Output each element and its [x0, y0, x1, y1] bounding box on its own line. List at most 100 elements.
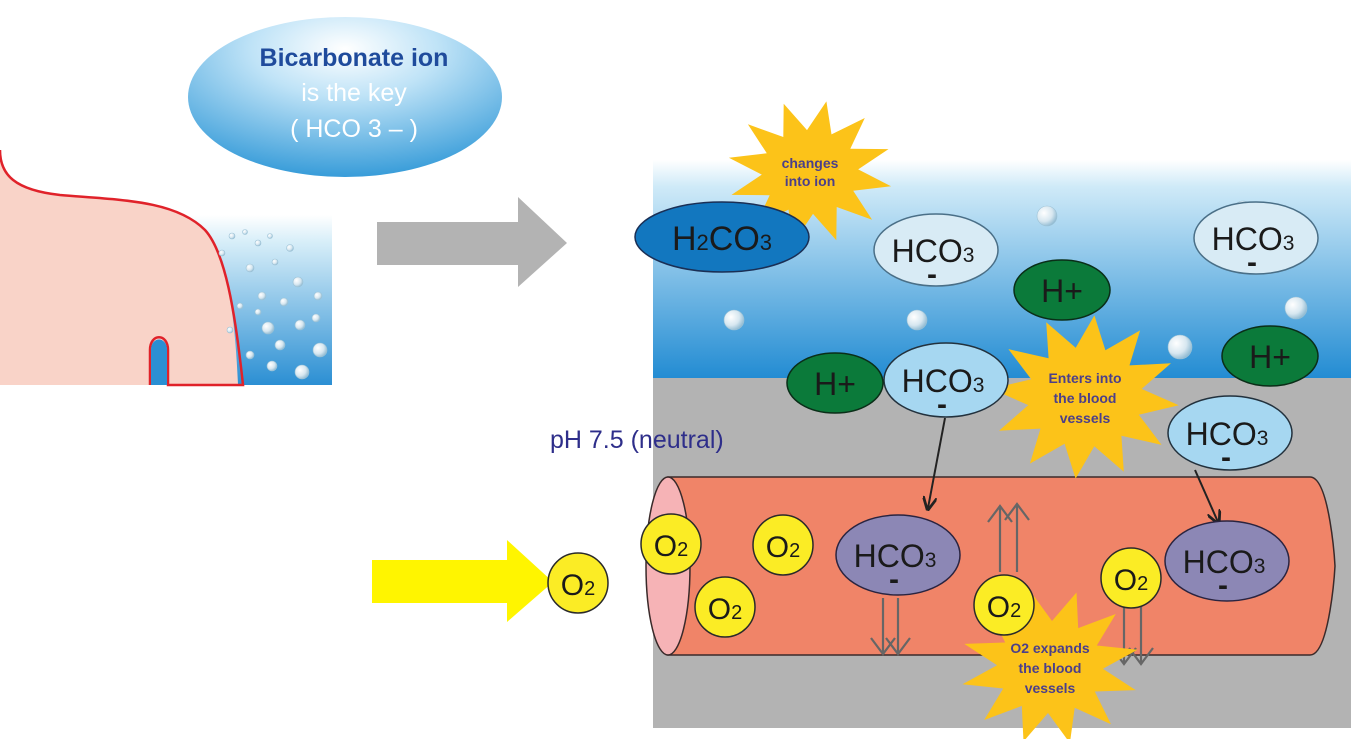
o2-5: O2	[1100, 547, 1162, 609]
burst-ion-line-2: into ion	[785, 173, 836, 189]
skin-pore	[151, 339, 167, 385]
hco3-bubble	[873, 213, 999, 287]
hco3-bubble	[1193, 201, 1319, 275]
hco3-bubble	[1167, 395, 1293, 471]
bubble	[242, 229, 248, 235]
grey-arrow	[377, 197, 567, 287]
hco3-charge: -	[1247, 246, 1257, 279]
burst-vessel-line-2: the blood	[1054, 390, 1117, 406]
hco3-tissue-2: HCO3 -	[1167, 395, 1293, 474]
bubble	[286, 244, 294, 252]
hco3-bubble	[883, 342, 1009, 418]
hplus-1: H+	[1013, 259, 1111, 321]
left-scene	[0, 149, 332, 387]
hco3-bubble	[1164, 520, 1290, 602]
bubble	[312, 342, 328, 358]
hplus-bubble	[1013, 259, 1111, 321]
hco3-water-2: HCO3 -	[1193, 201, 1319, 279]
burst-o2-line-1: O2 expands	[1010, 640, 1090, 656]
callout-title: Bicarbonate ion	[260, 44, 449, 72]
burst-o2-line-2: the blood	[1019, 660, 1082, 676]
bubble	[1036, 205, 1058, 227]
bubble	[236, 302, 244, 310]
hco3-label: HCO3	[1186, 416, 1269, 452]
bubble	[1167, 334, 1193, 360]
bubble	[245, 350, 255, 360]
hco3-charge: -	[937, 388, 947, 421]
hplus-label: H+	[1041, 273, 1083, 309]
ph-label: pH 7.5 (neutral)	[550, 426, 724, 454]
o2-2: O2	[752, 514, 814, 576]
up-arrow-2	[1004, 502, 1030, 572]
bubble	[271, 258, 279, 266]
burst-ion-line-1: changes	[782, 155, 839, 171]
h2co3-bubble	[634, 201, 810, 273]
o2-bubble	[547, 552, 609, 614]
callout-line-2: is the key	[301, 79, 407, 107]
o2-bubble	[694, 576, 756, 638]
o2-bubble	[752, 514, 814, 576]
hco3-to-vessel-arrow	[928, 417, 946, 508]
o2-label: O2	[561, 569, 595, 602]
o2-label: O2	[987, 591, 1021, 624]
hco3-label: HCO3	[1183, 544, 1266, 580]
burst-vessel-line-1: Enters into	[1048, 370, 1121, 386]
bubble	[1284, 296, 1308, 320]
bubble	[292, 276, 304, 288]
hplus-3: H+	[1221, 325, 1319, 387]
bubble	[266, 360, 278, 372]
burst-shape	[991, 315, 1179, 479]
hplus-2: H+	[786, 352, 884, 414]
callout-bubble	[188, 17, 502, 177]
h2co3-molecule: H2CO3	[634, 201, 810, 273]
bubble	[261, 321, 275, 335]
skin-outline	[0, 149, 245, 387]
skin-shape	[0, 150, 238, 385]
bubble	[218, 249, 226, 257]
hplus-label: H+	[1249, 339, 1291, 375]
left-bubbles	[218, 229, 328, 380]
yellow-arrow	[372, 540, 553, 622]
hco3-water-1: HCO3 -	[873, 213, 999, 291]
burst-o2-line-3: vessels	[1025, 680, 1076, 696]
hco3-vessel-1: HCO3 -	[835, 514, 961, 596]
down-arrow-4	[1128, 607, 1154, 666]
down-arrow-2	[885, 598, 911, 656]
bubble	[279, 297, 289, 307]
hplus-bubble	[1221, 325, 1319, 387]
hco3-label: HCO3	[892, 233, 975, 269]
o2-bubble	[973, 574, 1035, 636]
bubble	[254, 308, 262, 316]
h2co3-label: H2CO3	[672, 220, 772, 258]
bubble	[906, 309, 928, 331]
hco3-to-vessel-arrow-2	[1194, 469, 1218, 522]
bubble	[226, 326, 234, 334]
hco3-bubble	[835, 514, 961, 596]
vessel-flow-arrows	[870, 502, 1154, 666]
hco3-label: HCO3	[902, 363, 985, 399]
hplus-label: H+	[814, 366, 856, 402]
o2-4: O2	[973, 574, 1035, 636]
hco3-label: HCO3	[1212, 221, 1295, 257]
bubble	[228, 232, 236, 240]
bubble	[245, 263, 255, 273]
bubble	[313, 291, 323, 301]
o2-label: O2	[654, 530, 688, 563]
o2-label: O2	[766, 531, 800, 564]
o2-1: O2	[640, 513, 702, 575]
hco3-charge: -	[889, 563, 899, 596]
hco3-charge: -	[1221, 441, 1231, 474]
bubble	[294, 364, 310, 380]
bubble	[311, 313, 321, 323]
bubble	[267, 233, 273, 239]
bicarbonate-callout: Bicarbonate ion is the key ( HCO 3 – )	[188, 17, 502, 177]
o2-label: O2	[1114, 564, 1148, 597]
bubble	[257, 291, 267, 301]
hco3-charge: -	[927, 258, 937, 291]
o2-3: O2	[694, 576, 756, 638]
o2-bubble	[1100, 547, 1162, 609]
o2-bubble	[640, 513, 702, 575]
callout-line-3: ( HCO 3 – )	[290, 115, 418, 143]
